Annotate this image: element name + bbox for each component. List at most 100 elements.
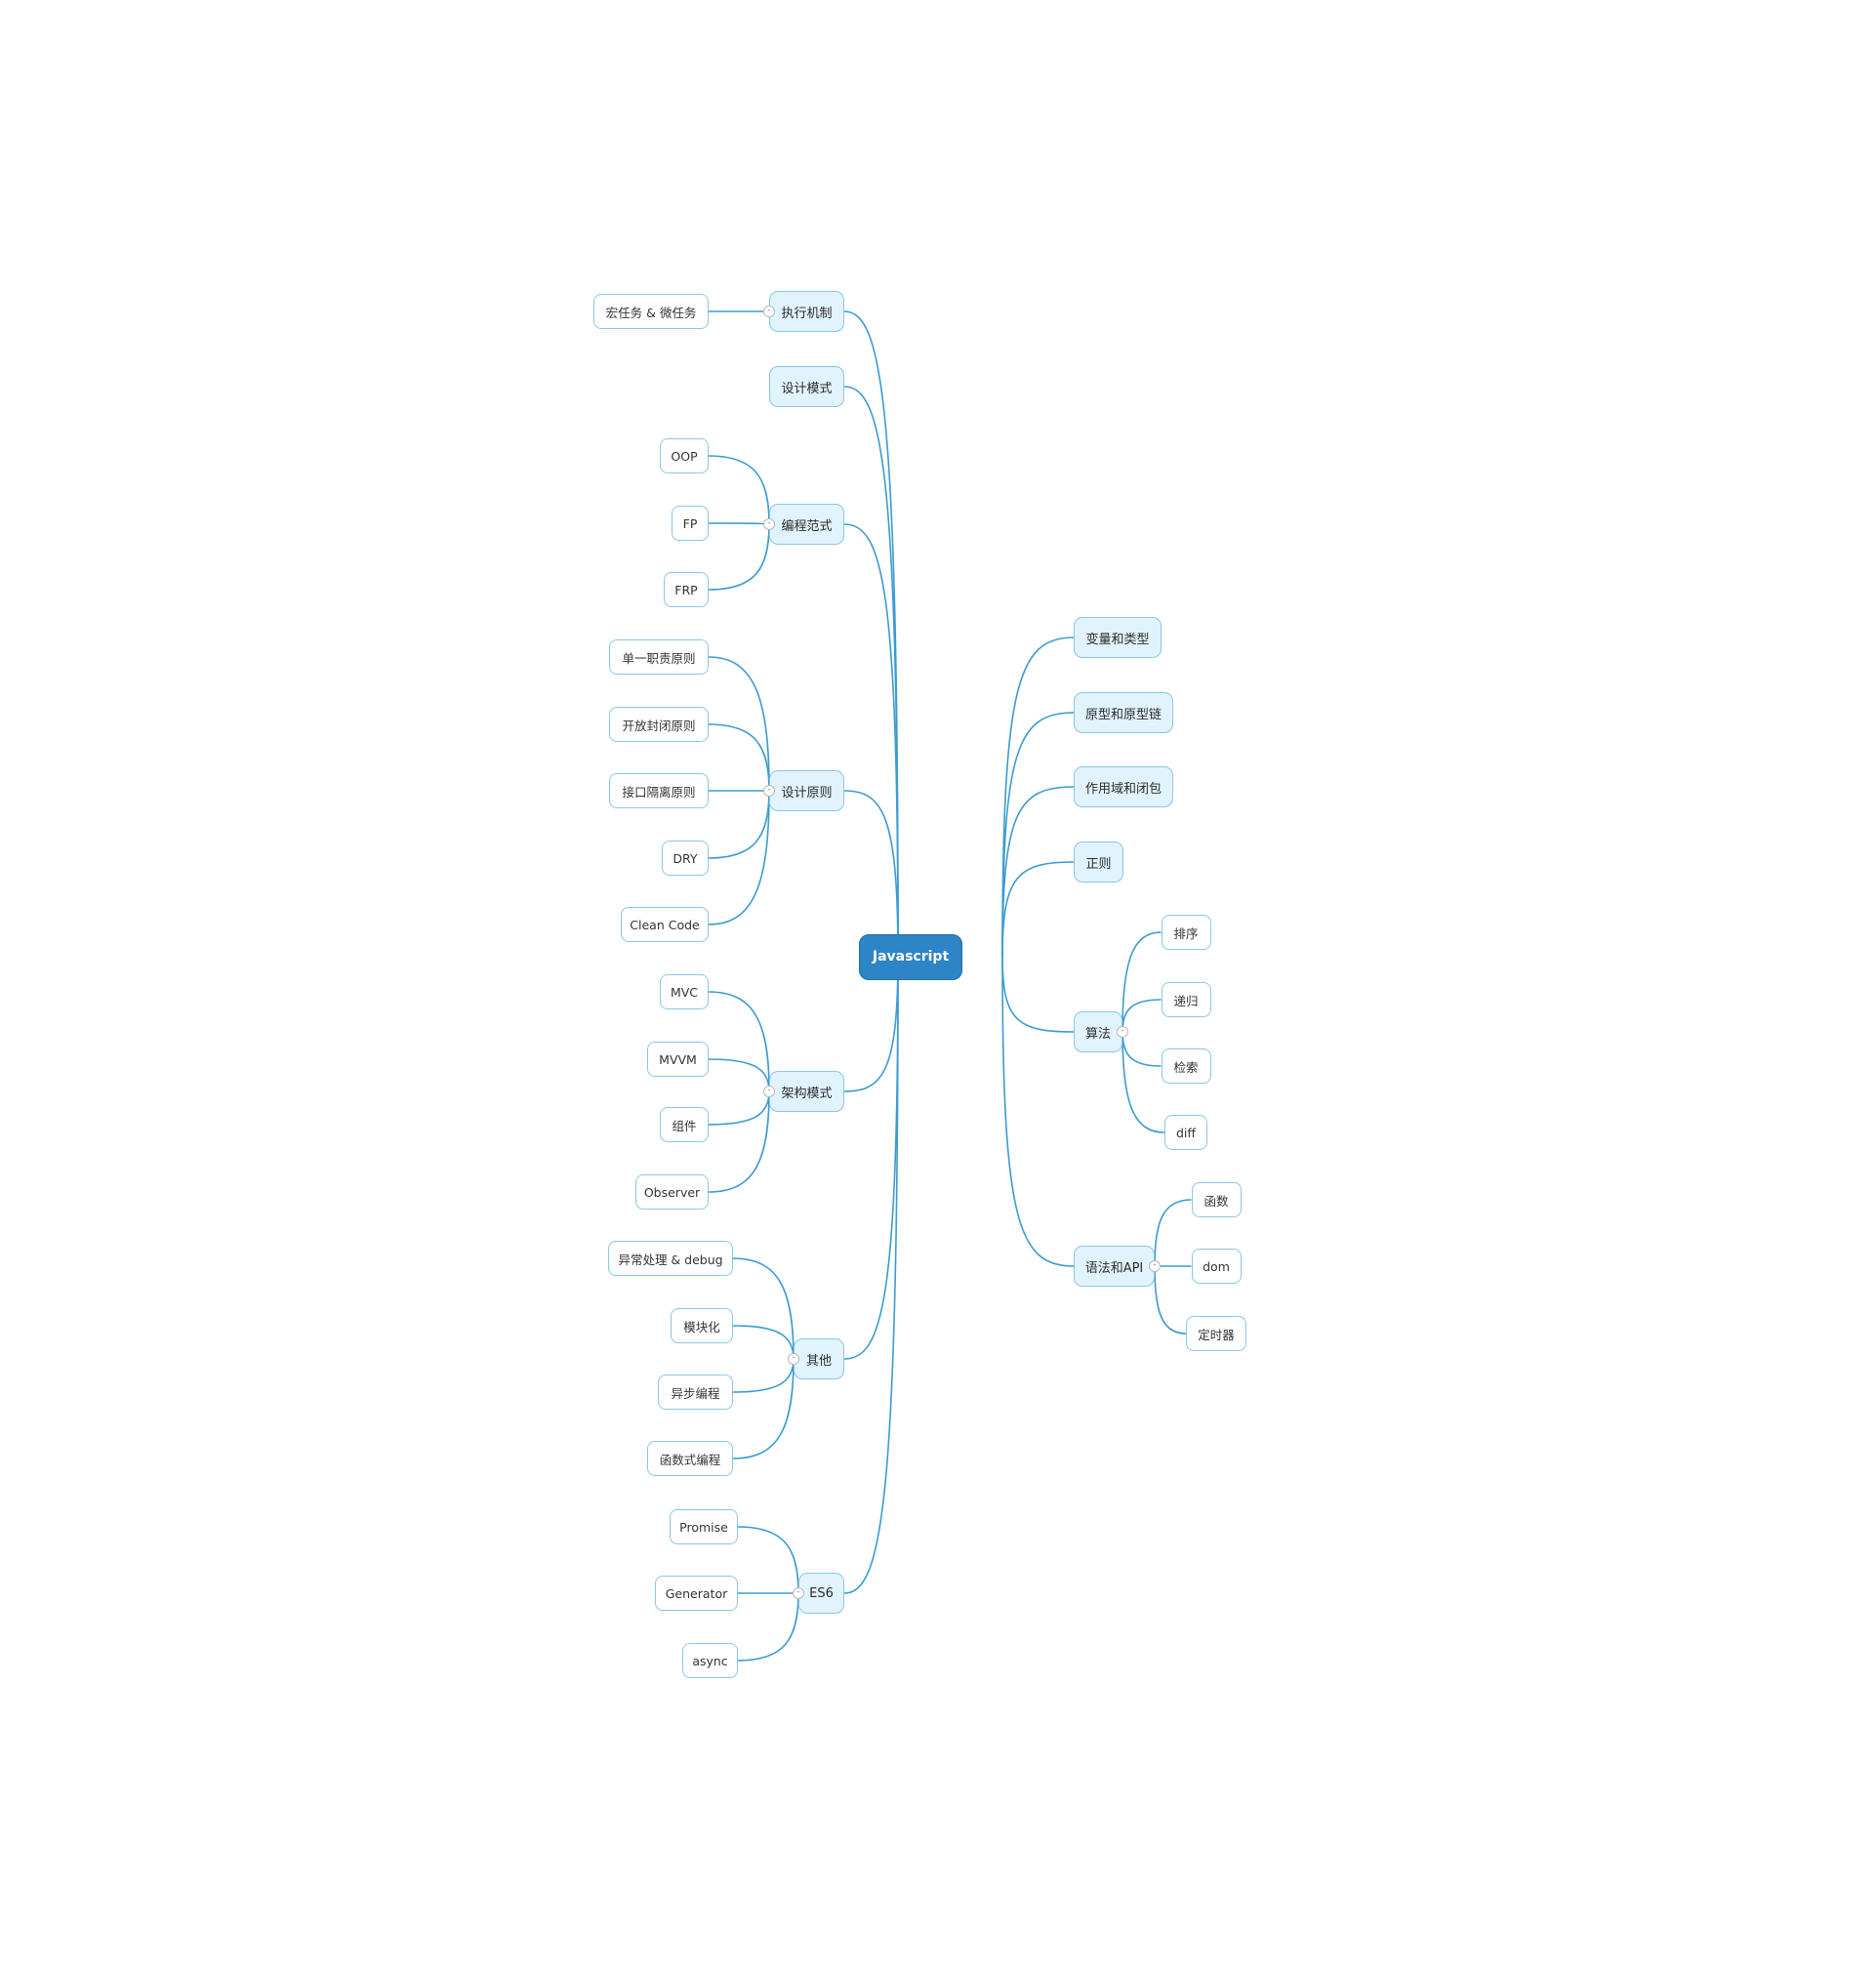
branch-design-label: 设计模式: [781, 381, 833, 396]
branch-var[interactable]: 变量和类型: [1074, 617, 1162, 658]
leaf-syntax-0[interactable]: 函数: [1191, 1182, 1242, 1217]
leaf-arch-1[interactable]: MVVM: [647, 1042, 709, 1077]
leaf-other-2[interactable]: 异步编程: [658, 1375, 733, 1410]
leaf-prin-1-label: 开放封闭原则: [622, 718, 696, 733]
branch-syntax[interactable]: 语法和API: [1074, 1246, 1155, 1287]
leaf-es6-2-label: async: [692, 1653, 728, 1668]
branch-regex[interactable]: 正则: [1074, 842, 1123, 883]
line-syntax-2: [1154, 1265, 1187, 1335]
line-prin-0: [708, 656, 770, 792]
leaf-para-0-label: OOP: [671, 448, 698, 464]
toggle-exec[interactable]: -: [763, 306, 775, 317]
branch-other[interactable]: 其他: [794, 1338, 844, 1379]
branch-scope-label: 作用域和闭包: [1084, 781, 1162, 797]
leaf-arch-3-label: Observer: [643, 1184, 701, 1200]
branch-para[interactable]: 编程范式: [769, 504, 844, 545]
line-arch-2: [708, 1090, 770, 1126]
leaf-para-2[interactable]: FRP: [664, 572, 709, 607]
leaf-arch-0-label: MVC: [670, 984, 699, 1000]
line-arch-3: [708, 1090, 770, 1193]
leaf-other-1-label: 模块化: [683, 1319, 720, 1335]
branch-proto-label: 原型和原型链: [1084, 707, 1162, 722]
leaf-arch-1-label: MVVM: [659, 1051, 697, 1067]
line-syntax-0: [1154, 1199, 1192, 1267]
toggle-algo[interactable]: -: [1117, 1026, 1128, 1038]
line-es6-0: [737, 1526, 799, 1594]
leaf-prin-1[interactable]: 开放封闭原则: [609, 707, 709, 742]
line-para-1: [708, 522, 770, 525]
line-other-1: [732, 1325, 795, 1360]
line-root-scope: [1001, 786, 1075, 958]
leaf-es6-0[interactable]: Promise: [670, 1509, 738, 1544]
branch-prin[interactable]: 设计原则: [769, 770, 844, 811]
leaf-algo-2[interactable]: 检索: [1161, 1048, 1211, 1084]
branch-other-label: 其他: [805, 1353, 832, 1369]
branch-es6-label: ES6: [809, 1585, 834, 1601]
leaf-prin-0[interactable]: 单一职责原则: [609, 639, 709, 675]
leaf-syntax-1[interactable]: dom: [1191, 1249, 1242, 1284]
leaf-algo-3-label: diff: [1175, 1125, 1197, 1140]
branch-para-label: 编程范式: [781, 518, 833, 534]
line-root-es6: [843, 956, 899, 1594]
branch-es6[interactable]: ES6: [798, 1573, 844, 1614]
leaf-algo-0[interactable]: 排序: [1161, 915, 1211, 950]
root-topic-label: Javascript: [872, 949, 950, 965]
leaf-arch-3[interactable]: Observer: [635, 1174, 709, 1210]
toggle-prin[interactable]: -: [763, 785, 775, 797]
line-root-algo: [1001, 956, 1075, 1033]
root-topic[interactable]: Javascript: [859, 933, 962, 980]
leaf-algo-3[interactable]: diff: [1164, 1115, 1207, 1150]
leaf-algo-1[interactable]: 递归: [1161, 982, 1211, 1017]
leaf-other-0[interactable]: 异常处理 & debug: [608, 1241, 733, 1276]
branch-exec-label: 执行机制: [781, 306, 833, 321]
line-para-2: [708, 523, 770, 591]
leaf-prin-3[interactable]: DRY: [662, 841, 709, 876]
toggle-arch[interactable]: -: [763, 1086, 775, 1097]
leaf-es6-0-label: Promise: [679, 1519, 728, 1535]
branch-scope[interactable]: 作用域和闭包: [1074, 766, 1173, 807]
line-algo-1: [1122, 999, 1162, 1033]
leaf-prin-3-label: DRY: [673, 850, 698, 866]
leaf-other-3-label: 函数式编程: [659, 1452, 721, 1467]
line-root-proto: [1001, 712, 1075, 958]
leaf-arch-0[interactable]: MVC: [660, 974, 709, 1009]
branch-design[interactable]: 设计模式: [769, 366, 844, 407]
leaf-other-2-label: 异步编程: [671, 1385, 720, 1401]
toggle-other[interactable]: -: [788, 1353, 799, 1365]
leaf-para-1[interactable]: FP: [672, 506, 709, 541]
branch-algo[interactable]: 算法: [1074, 1011, 1122, 1052]
line-other-0: [732, 1257, 795, 1360]
line-arch-1: [708, 1058, 770, 1092]
line-root-var: [1001, 636, 1075, 958]
branch-proto[interactable]: 原型和原型链: [1074, 692, 1173, 733]
branch-arch-label: 架构模式: [781, 1086, 833, 1101]
leaf-syntax-1-label: dom: [1203, 1258, 1230, 1274]
leaf-es6-1[interactable]: Generator: [655, 1576, 738, 1611]
leaf-syntax-0-label: 函数: [1203, 1193, 1229, 1209]
leaf-es6-1-label: Generator: [665, 1585, 728, 1601]
leaf-other-1[interactable]: 模块化: [671, 1308, 733, 1343]
leaf-es6-2[interactable]: async: [682, 1643, 738, 1678]
toggle-para[interactable]: -: [763, 518, 775, 530]
branch-arch[interactable]: 架构模式: [769, 1071, 844, 1112]
leaf-prin-2[interactable]: 接口隔离原则: [609, 773, 709, 808]
leaf-arch-2[interactable]: 组件: [660, 1107, 709, 1142]
toggle-syntax[interactable]: -: [1149, 1260, 1161, 1272]
leaf-exec-0[interactable]: 宏任务 & 微任务: [593, 294, 709, 329]
toggle-es6[interactable]: -: [793, 1587, 804, 1599]
leaf-arch-2-label: 组件: [672, 1118, 697, 1133]
line-para-0: [708, 455, 770, 525]
line-algo-3: [1122, 1031, 1165, 1133]
leaf-prin-4[interactable]: Clean Code: [621, 907, 709, 942]
leaf-para-0[interactable]: OOP: [660, 438, 709, 473]
branch-exec[interactable]: 执行机制: [769, 291, 844, 332]
branch-var-label: 变量和类型: [1085, 632, 1150, 647]
leaf-syntax-2[interactable]: 定时器: [1186, 1316, 1246, 1351]
leaf-other-3[interactable]: 函数式编程: [647, 1441, 733, 1476]
leaf-prin-2-label: 接口隔离原则: [622, 784, 696, 800]
leaf-algo-1-label: 递归: [1173, 993, 1199, 1008]
line-other-3: [732, 1358, 795, 1459]
line-root-para: [843, 523, 899, 958]
line-root-other: [843, 956, 899, 1360]
